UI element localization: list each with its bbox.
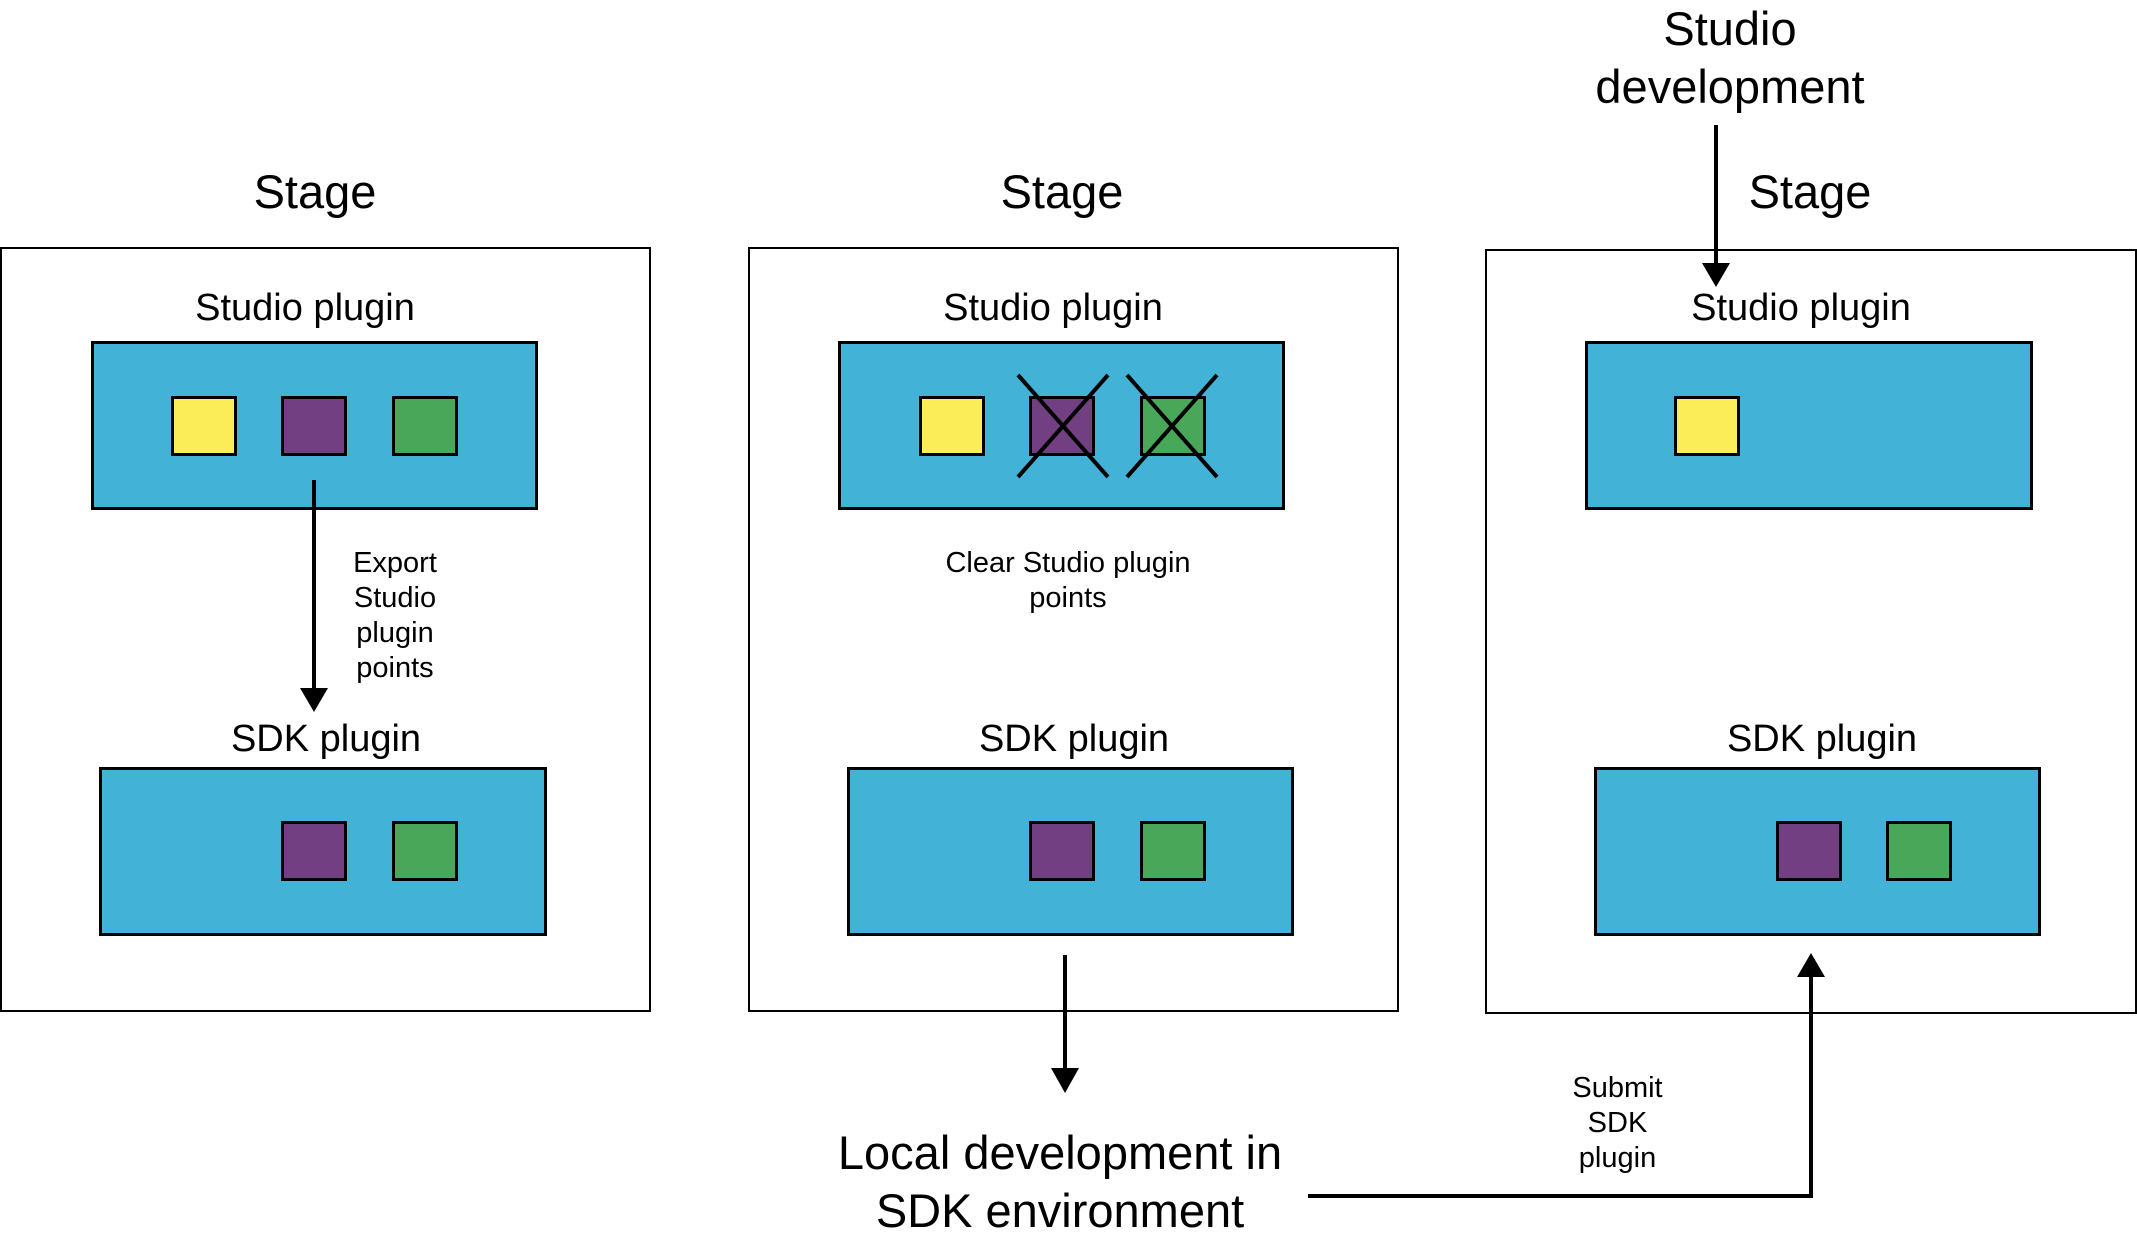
export-arrow bbox=[300, 480, 328, 712]
export-note: Export Studio plugin points bbox=[330, 546, 460, 686]
studio-development-line-1: Studio bbox=[1663, 2, 1797, 55]
clear-note-line-2: points bbox=[1029, 582, 1107, 614]
stage-label-3: Stage bbox=[1748, 165, 1872, 218]
export-note-line-4: points bbox=[356, 652, 434, 684]
submit-note-line-2: SDK bbox=[1587, 1107, 1648, 1139]
clear-note-line-1: Clear Studio plugin bbox=[945, 547, 1191, 579]
stage-label-2: Stage bbox=[1000, 165, 1124, 218]
stage-label-1: Stage bbox=[253, 165, 377, 218]
point-green bbox=[1886, 821, 1952, 881]
studio-plugin-label-1: Studio plugin bbox=[195, 287, 415, 329]
studio-plugin-label-3: Studio plugin bbox=[1691, 287, 1911, 329]
studio-plugin-label-2: Studio plugin bbox=[943, 287, 1163, 329]
local-development-line-1: Local development in bbox=[837, 1126, 1283, 1179]
point-purple bbox=[1776, 821, 1842, 881]
sdk-plugin-label-3: SDK plugin bbox=[1726, 718, 1918, 760]
studio-development-line-2: development bbox=[1595, 60, 1865, 113]
clear-note: Clear Studio plugin points bbox=[918, 546, 1218, 616]
point-purple bbox=[281, 396, 347, 456]
point-yellow bbox=[919, 396, 985, 456]
export-note-line-2: Studio bbox=[353, 582, 437, 614]
cross-green-icon bbox=[1125, 373, 1219, 479]
export-note-line-3: plugin bbox=[356, 617, 434, 649]
submit-note-line-3: plugin bbox=[1578, 1142, 1657, 1174]
point-green bbox=[392, 396, 458, 456]
submit-note: Submit SDK plugin bbox=[1560, 1071, 1675, 1176]
submit-note-line-1: Submit bbox=[1572, 1072, 1663, 1104]
local-development-label: Local development in SDK environment bbox=[780, 1124, 1340, 1240]
sdk-plugin-label-2: SDK plugin bbox=[978, 718, 1170, 760]
point-green bbox=[392, 821, 458, 881]
export-note-line-1: Export bbox=[353, 547, 437, 579]
cross-purple-icon bbox=[1016, 373, 1110, 479]
studio-development-label: Studio development bbox=[1530, 0, 1930, 116]
studio-dev-arrow bbox=[1702, 125, 1730, 287]
point-yellow bbox=[171, 396, 237, 456]
point-yellow bbox=[1674, 396, 1740, 456]
to-local-dev-arrow bbox=[1051, 955, 1079, 1093]
local-development-line-2: SDK environment bbox=[875, 1184, 1245, 1237]
submit-arrow bbox=[1308, 953, 1825, 1198]
point-purple bbox=[281, 821, 347, 881]
studio-plugin-box-3 bbox=[1585, 341, 2033, 510]
sdk-plugin-box-2 bbox=[847, 767, 1294, 936]
sdk-plugin-label-1: SDK plugin bbox=[230, 718, 422, 760]
point-purple bbox=[1029, 821, 1095, 881]
point-green bbox=[1140, 821, 1206, 881]
